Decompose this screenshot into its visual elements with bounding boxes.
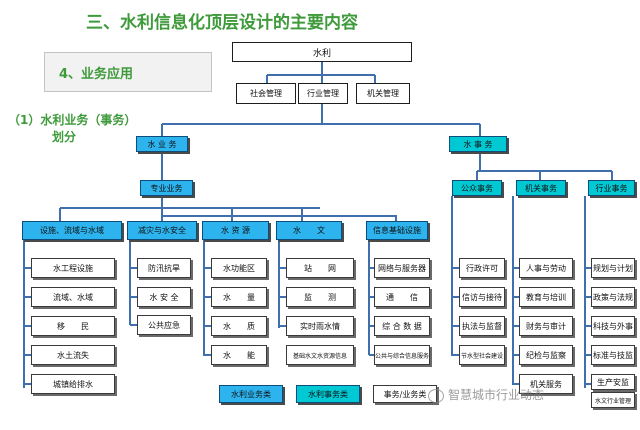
legend-affairs: 水利事务类 [296, 385, 360, 403]
facilities-item: 移 民 [31, 316, 115, 336]
professional-business-node: 专业业务 [140, 180, 193, 196]
industry-affairs-node: 行业事务 [588, 180, 635, 196]
public-affairs-item: 节水型社会建设 [459, 345, 505, 365]
facilities-item: 城镇给排水 [31, 374, 115, 394]
resources-item: 水 质 [211, 316, 267, 336]
disaster-item: 水 安 全 [137, 287, 191, 307]
category-resources: 水 资 源 [202, 221, 269, 240]
office-affairs-node: 机关事务 [516, 180, 566, 196]
hydrology-item: 站 网 [286, 258, 354, 278]
facilities-item: 水土流失 [31, 345, 115, 365]
industry-management-node: 行业管理 [298, 83, 348, 104]
legend-business: 水利业务类 [219, 385, 283, 403]
hydrology-item-basic: 基础水文水资源信息 [286, 345, 354, 365]
category-facilities: 设施、流域与水域 [22, 221, 122, 240]
industry-affairs-item: 科技与外事 [591, 316, 635, 336]
side-label-line-1: （1）水利业务（事务） [8, 113, 137, 127]
root-node: 水利 [232, 42, 412, 62]
infrastructure-item: 公共与综合信息服务 [374, 345, 430, 365]
wechat-icon [428, 388, 444, 403]
office-management-node: 机关管理 [356, 83, 410, 104]
resources-item: 水 量 [211, 287, 267, 307]
category-hydrology: 水 文 [276, 221, 342, 240]
public-affairs-node: 公众事务 [452, 180, 502, 196]
disaster-item: 公共应急 [137, 315, 191, 335]
category-infrastructure: 信息基础设施 [366, 221, 428, 240]
hydrology-item: 实时雨水情 [286, 316, 354, 336]
infrastructure-item: 通 信 [374, 287, 430, 307]
infrastructure-item: 综 合 数 据 [374, 316, 430, 336]
water-business-node: 水 业 务 [136, 136, 188, 152]
side-label: （1）水利业务（事务） 划分 [8, 112, 136, 146]
watermark: 智慧城市行业动态 [428, 386, 544, 403]
water-affairs-node: 水 事 务 [449, 136, 507, 152]
hydrology-item: 监 测 [286, 287, 354, 307]
office-affairs-item: 财务与审计 [519, 316, 573, 336]
office-affairs-item: 教育与培训 [519, 287, 573, 307]
office-affairs-item: 人事与劳动 [519, 258, 573, 278]
category-disaster: 减灾与水安全 [127, 221, 197, 240]
infrastructure-item: 网络与服务器 [374, 258, 430, 278]
resources-item: 水功能区 [211, 258, 267, 278]
facilities-item: 水工程设施 [31, 258, 115, 278]
public-affairs-item: 信访与接待 [459, 287, 505, 307]
public-affairs-item: 行政许可 [459, 258, 505, 278]
industry-affairs-item: 政策与法规 [591, 287, 635, 307]
industry-affairs-item: 水文行业管理 [591, 392, 635, 408]
social-management-node: 社会管理 [236, 83, 296, 104]
disaster-item: 防汛抗旱 [137, 258, 191, 278]
side-label-line-2: 划分 [52, 130, 77, 144]
section-label: 4、业务应用 [44, 52, 212, 92]
resources-item: 水 能 [211, 345, 267, 365]
section-text: 4、业务应用 [59, 66, 134, 82]
watermark-text: 智慧城市行业动态 [448, 388, 545, 402]
office-affairs-item: 纪检与监察 [519, 345, 573, 365]
office-affairs-item: 机关服务 [519, 374, 573, 394]
page-title: 三、水利信息化顶层设计的主要内容 [86, 13, 358, 33]
industry-affairs-item: 生产安监 [591, 374, 635, 390]
industry-affairs-item: 规划与计划 [591, 258, 635, 278]
industry-affairs-item: 标准与技监 [591, 345, 635, 365]
public-affairs-item: 执法与监督 [459, 316, 505, 336]
facilities-item: 流域、水域 [31, 287, 115, 307]
